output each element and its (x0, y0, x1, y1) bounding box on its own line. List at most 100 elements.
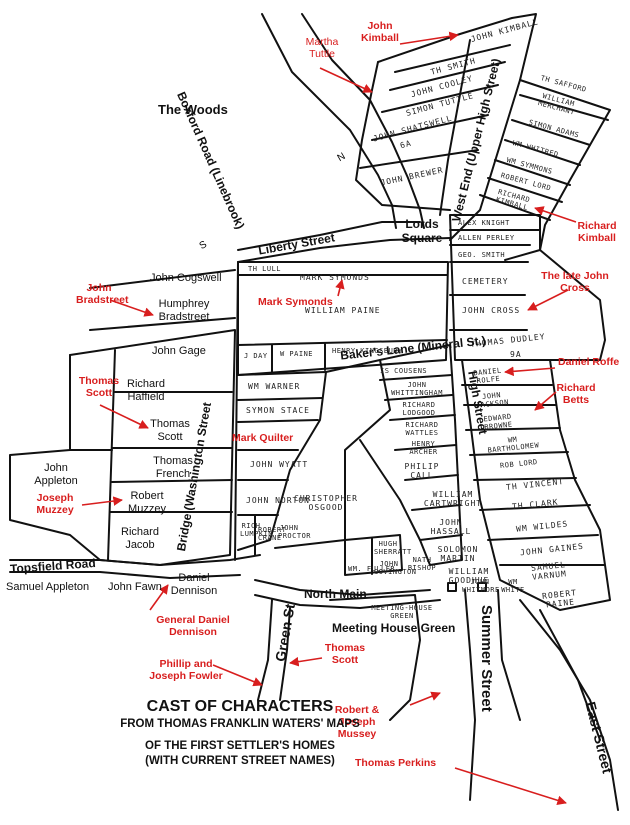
lot-th-lull: TH LULL (248, 265, 282, 273)
title-line-4: (WITH CURRENT STREET NAMES) (145, 755, 335, 767)
street-lords-square: Lords Square (401, 217, 443, 245)
lot-alex-knight: ALEX KNIGHT (458, 219, 510, 227)
arrow-mark-symonds (335, 279, 345, 297)
lot-divider (504, 139, 581, 166)
lot-william-cartwright: WILLIAM CARTWRIGHT (423, 490, 483, 508)
label-humphrey-bradstreet: Humphrey Bradstreet (158, 298, 210, 323)
lot-divider (419, 534, 463, 541)
east-street-edge (519, 599, 619, 811)
lot-divider (465, 427, 561, 431)
lot-mark-symonds: MARK SYMONDS (300, 273, 370, 282)
lot-divider (519, 94, 609, 121)
lot-divider (404, 474, 459, 481)
lot-divider (89, 269, 236, 289)
red-label-fowler: Phillip and Joseph Fowler (149, 658, 223, 683)
title-line-2: FROM THOMAS FRANKLIN WATERS' MAPS (120, 718, 360, 730)
arrow-fowler (212, 664, 263, 687)
lot-number-9a: 9A (510, 350, 522, 359)
lot-nath-bishop: NATH BISHOP (407, 556, 437, 572)
red-label-thomas-scott-2: Thomas Scott (324, 642, 366, 667)
red-label-mark-symonds: Mark Symonds (258, 296, 333, 308)
red-label-richard-kimball: Richard Kimball (577, 220, 617, 245)
lot-christopher-osgood: CHRISTOPHER OSGOOD (294, 494, 358, 512)
liberty-street-lower (237, 237, 451, 263)
label-john-fawn: John Fawn (108, 581, 162, 593)
arrow-martha-tuttle (319, 67, 373, 93)
lot-symon-stace: SYMON STACE (246, 406, 310, 415)
lot-divider (394, 44, 511, 73)
lot-william-paine: WILLIAM PAINE (305, 306, 381, 315)
meeting-house-green-outline (329, 594, 421, 721)
red-label-richard-betts: Richard Betts (556, 382, 596, 407)
lot-divider (379, 374, 453, 381)
lot-divider (237, 419, 319, 423)
north-tract-outline (377, 13, 537, 241)
arrow-perkins (454, 767, 567, 805)
arrow-general-dennison (149, 584, 169, 611)
lot-richard-wattles: RICHARD WATTLES (405, 421, 439, 437)
lot-divider (359, 149, 479, 169)
lot-divider (89, 317, 236, 331)
north-tract-left (355, 61, 451, 211)
lot-divider (107, 349, 116, 561)
topsfield-road-lower (9, 571, 241, 579)
label-richard-jacob: Richard Jacob (121, 526, 159, 551)
arrow-richard-betts (534, 391, 557, 411)
title-line-3: OF THE FIRST SETTLER'S HOMES (145, 740, 335, 752)
bridge-east-lots (237, 371, 327, 551)
liberty-street-edge (237, 221, 421, 251)
red-label-mussey: Robert & Joseph Mussey (334, 704, 380, 741)
label-john-cogswell: John Cogswell (150, 272, 222, 284)
label-john-gage: John Gage (152, 345, 206, 357)
lot-w-paine: W PAINE (280, 350, 314, 358)
arrow-john-bradstreet (109, 299, 154, 317)
arrow-mussey (409, 691, 441, 706)
green-street-edge (257, 599, 273, 701)
lot-divider (237, 339, 448, 346)
label-john-appleton: John Appleton (34, 462, 78, 487)
lot-divider (237, 397, 323, 401)
red-label-daniel-roffe: Daniel Roffe (558, 356, 620, 368)
lot-rich-lumpkin: RICH LUMPKIN (240, 522, 274, 538)
meeting-house-block (344, 534, 403, 576)
red-label-late-john-cross: The late John Cross (541, 270, 609, 295)
lot-divider (487, 177, 563, 203)
red-label-martha-tuttle: Martha Tuttle (305, 36, 339, 61)
osgood-lot (274, 359, 391, 549)
arrow-richard-kimball (534, 206, 577, 223)
lot-divider (479, 504, 591, 511)
lot-john-proctor: JOHN PROCTOR (278, 524, 312, 540)
red-label-john-bradstreet: John Bradstreet (76, 282, 129, 307)
lot-divider (473, 477, 577, 481)
arrow-thomas-scott-2 (289, 656, 323, 667)
landmark-square (477, 582, 487, 592)
bridge-street-edge (234, 261, 239, 561)
red-label-john-kimball: John Kimball (361, 20, 399, 45)
red-label-thomas-scott: Thomas Scott (78, 375, 120, 400)
topsfield-road-edge (9, 554, 261, 566)
lot-cemetery: CEMETERY (462, 277, 509, 286)
boxford-road-west-edge (261, 13, 397, 229)
label-richard-haffield: Richard Haffield (127, 378, 165, 403)
lot-divider (511, 119, 591, 146)
title-line-1: CAST OF CHARACTERS (146, 698, 334, 715)
lot-henry-archer: HENRY ARCHER (409, 440, 438, 456)
lot-divider (479, 194, 551, 221)
lot-divider (389, 61, 506, 91)
lot-divider (389, 414, 456, 421)
lot-john-whitmore: JOHN WHITMORE (462, 578, 500, 594)
label-thomas-scott: Thomas Scott (150, 418, 190, 443)
lot-richard-lodgood: RICHARD LODGOOD (402, 401, 436, 417)
street-meeting-house-green: Meeting House Green (332, 621, 456, 635)
lot-divider (381, 84, 499, 113)
lot-divider (411, 504, 461, 511)
street-summer: Summer Street (478, 605, 495, 712)
arrow-daniel-roffe (504, 366, 556, 377)
lot-wm-fuller: WM. FULLER (348, 565, 396, 573)
west-end-street-left (439, 39, 471, 216)
lot-divider (494, 159, 571, 186)
high-street-east-lots (461, 359, 611, 611)
red-label-mark-quilter: Mark Quilter (232, 432, 294, 444)
landmark-square (447, 582, 457, 592)
